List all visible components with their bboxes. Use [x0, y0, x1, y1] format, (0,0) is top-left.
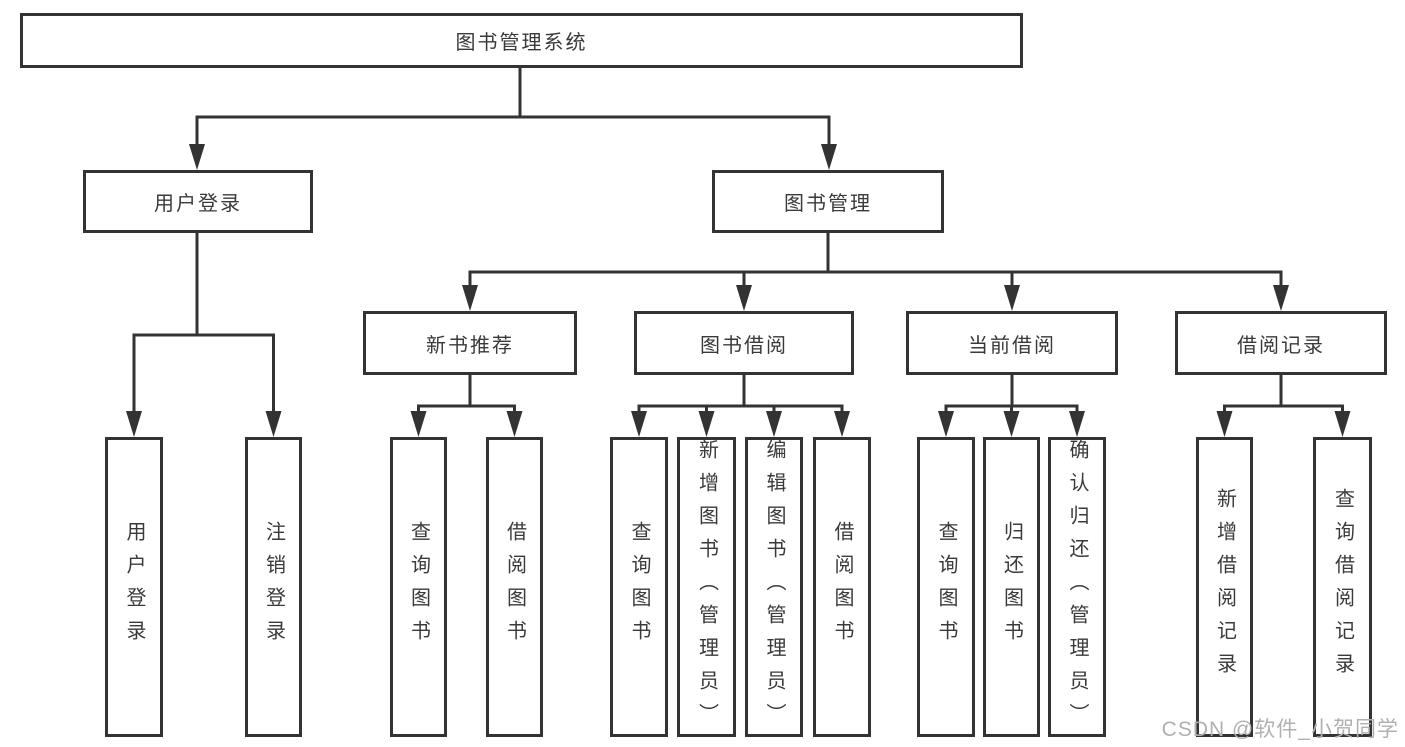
node-rec-borrow-book: 借阅图书 [486, 437, 543, 737]
node-label: 图书管理 [784, 193, 872, 215]
node-book-management: 图书管理 [712, 170, 944, 233]
node-cb-search-book: 查询图书 [917, 437, 975, 737]
node-new-book-recommend: 新书推荐 [363, 311, 577, 375]
node-cb-return-book: 归还图书 [983, 437, 1040, 737]
node-label: 借阅记录 [1237, 334, 1325, 357]
node-br-search-record: 查询借阅记录 [1313, 437, 1372, 737]
node-bb-edit-book-admin: 编辑图书（管理员） [745, 437, 803, 737]
node-label: 图书管理系统 [455, 32, 588, 54]
node-label: 当前借阅 [968, 334, 1056, 357]
node-book-borrowing: 图书借阅 [634, 311, 854, 375]
node-cb-confirm-return-admin: 确认归还（管理员） [1048, 437, 1106, 737]
node-bb-search-book: 查询图书 [610, 437, 668, 737]
node-library-system: 图书管理系统 [20, 13, 1023, 68]
node-label: 编辑图书（管理员） [763, 438, 785, 736]
node-label: 新增借阅记录 [1213, 488, 1236, 686]
node-br-add-record: 新增借阅记录 [1196, 437, 1253, 737]
node-label: 查询图书 [935, 521, 957, 653]
node-logout: 注销登录 [245, 437, 302, 737]
node-label: 新书推荐 [426, 334, 514, 357]
node-label: 借阅图书 [503, 521, 526, 653]
node-label: 图书借阅 [700, 334, 788, 357]
node-bb-borrow-book: 借阅图书 [813, 437, 871, 737]
node-label: 用户登录 [154, 193, 242, 215]
node-label: 查询图书 [628, 521, 650, 653]
node-label: 确认归还（管理员） [1066, 438, 1088, 736]
csdn-watermark: CSDN @软件_小贺同学 [1161, 718, 1399, 741]
node-label: 借阅图书 [831, 521, 853, 653]
node-label: 查询借阅记录 [1331, 488, 1354, 686]
node-borrow-records: 借阅记录 [1175, 311, 1387, 375]
node-label: 归还图书 [1000, 521, 1023, 653]
node-label: 新增图书（管理员） [695, 438, 718, 736]
node-bb-add-book-admin: 新增图书（管理员） [677, 437, 736, 737]
node-rec-search-book: 查询图书 [390, 437, 447, 737]
node-label: 注销登录 [262, 521, 285, 653]
node-user-login: 用户登录 [83, 170, 313, 233]
node-label: 查询图书 [407, 521, 430, 653]
node-user-login-leaf: 用户登录 [105, 437, 163, 737]
node-label: 用户登录 [123, 521, 145, 653]
node-current-borrowing: 当前借阅 [906, 311, 1118, 375]
